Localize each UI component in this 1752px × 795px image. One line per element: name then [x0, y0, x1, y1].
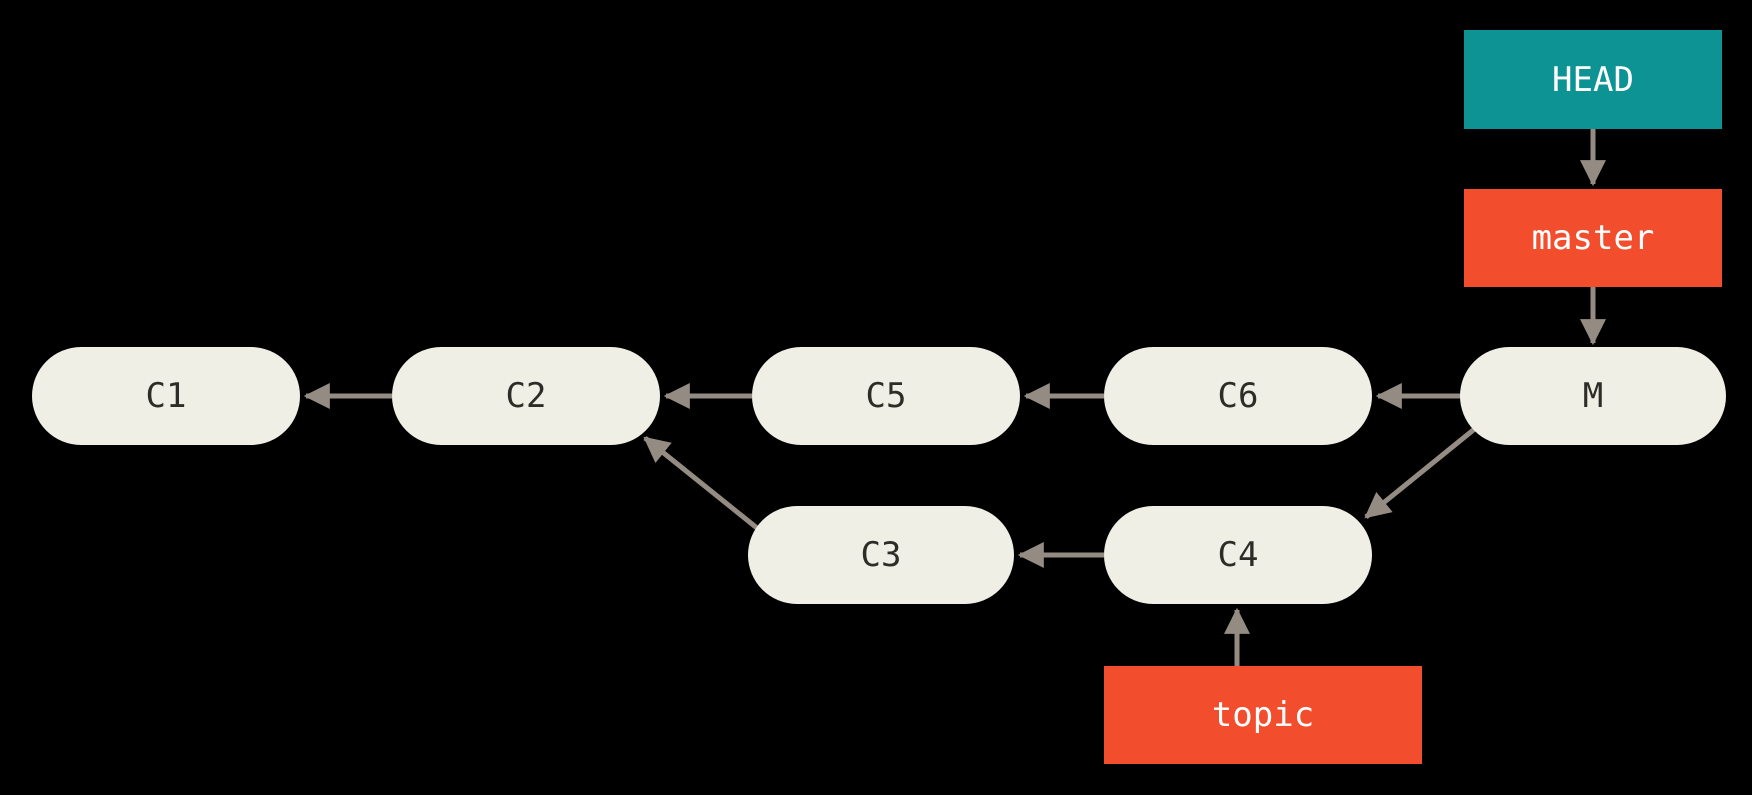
commit-node-c5: C5: [752, 347, 1020, 445]
commit-label-c2: C2: [505, 376, 547, 416]
commit-node-c4: C4: [1104, 506, 1372, 604]
commit-node-c2: C2: [392, 347, 660, 445]
ref-label-topic: topic: [1211, 695, 1315, 735]
commit-label-c1: C1: [145, 376, 187, 416]
edge-c3-to-c2: [643, 436, 759, 530]
ref-box-topic: topic: [1104, 666, 1422, 764]
commit-node-c3: C3: [748, 506, 1014, 604]
commit-label-c6: C6: [1217, 376, 1259, 416]
commit-node-c6: C6: [1104, 347, 1372, 445]
commit-label-m: M: [1582, 376, 1604, 416]
ref-label-head: HEAD: [1552, 59, 1634, 100]
commit-label-c3: C3: [860, 535, 902, 575]
commit-node-c1: C1: [32, 347, 300, 445]
commit-label-c4: C4: [1217, 535, 1259, 575]
ref-label-master: master: [1531, 218, 1655, 258]
commit-label-c5: C5: [865, 376, 907, 416]
ref-box-master: master: [1464, 189, 1722, 287]
commit-node-m: M: [1460, 347, 1726, 445]
ref-box-head: HEAD: [1464, 30, 1722, 129]
edge-m-to-c4: [1364, 425, 1479, 519]
